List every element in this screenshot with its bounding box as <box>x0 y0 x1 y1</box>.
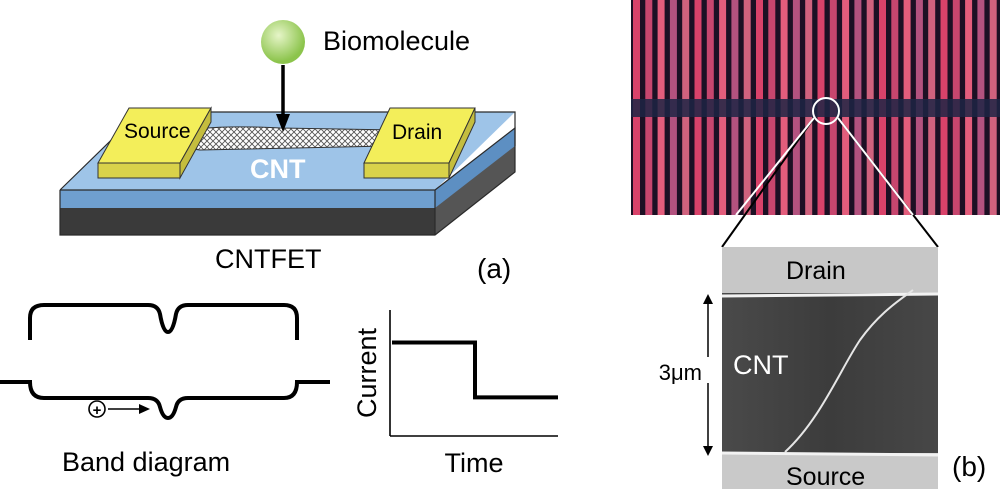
arrow-down-icon <box>703 446 713 456</box>
zoom-circle <box>812 97 840 125</box>
micro-source-label: Source <box>786 463 865 489</box>
valence-band <box>0 380 330 421</box>
biomolecule-icon <box>261 20 305 64</box>
arrow-up-icon <box>703 294 713 304</box>
zoom-line-right-white <box>837 117 914 216</box>
sem-bottom-electrode <box>722 453 938 489</box>
cnt-channel <box>179 126 404 151</box>
biomolecule-label: Biomolecule <box>323 26 470 56</box>
substrate-right <box>435 128 515 208</box>
cnt-label: CNT <box>250 154 306 184</box>
device-label: CNTFET <box>215 244 321 274</box>
hole-icon <box>88 400 106 418</box>
optical-photo <box>631 0 1000 215</box>
hole-symbol: + <box>93 402 102 419</box>
x-axis-label: Time <box>445 448 504 478</box>
sem-top-electrode <box>722 247 938 293</box>
panel-b-label: (b) <box>952 451 986 482</box>
sem-image: Drain CNT Source <box>721 247 939 489</box>
drain-label: Drain <box>392 121 442 144</box>
source-electrode <box>97 106 212 180</box>
cnt-row-band <box>631 99 1000 117</box>
zoom-line-left-white <box>735 117 815 216</box>
scale-bar: 3μm <box>659 294 713 456</box>
current-time-plot: Current Time <box>352 310 558 478</box>
drain-electrode <box>363 107 476 179</box>
zoom-line-left <box>721 117 815 248</box>
conduction-band <box>28 303 299 340</box>
band-diagram-label: Band diagram <box>62 447 230 477</box>
cntfet-device: Source Drain CNT Biomolecule CNTFET (a) <box>59 20 516 284</box>
micro-cnt-label: CNT <box>733 350 789 380</box>
band-diagram: + Band diagram <box>0 303 330 477</box>
panel-a-label: (a) <box>477 253 511 284</box>
sem-gap <box>722 293 938 453</box>
arrow-right-icon <box>139 404 150 414</box>
micro-drain-label: Drain <box>786 257 846 285</box>
y-axis-label: Current <box>352 327 382 418</box>
substrate-front <box>60 190 435 208</box>
current-series-line <box>392 340 558 400</box>
sem-cnt-fiber <box>784 289 914 453</box>
arrow-down-icon <box>276 114 290 132</box>
base-front <box>60 207 435 235</box>
source-label: Source <box>124 120 191 143</box>
scale-label: 3μm <box>659 360 702 385</box>
base-right <box>435 145 515 235</box>
